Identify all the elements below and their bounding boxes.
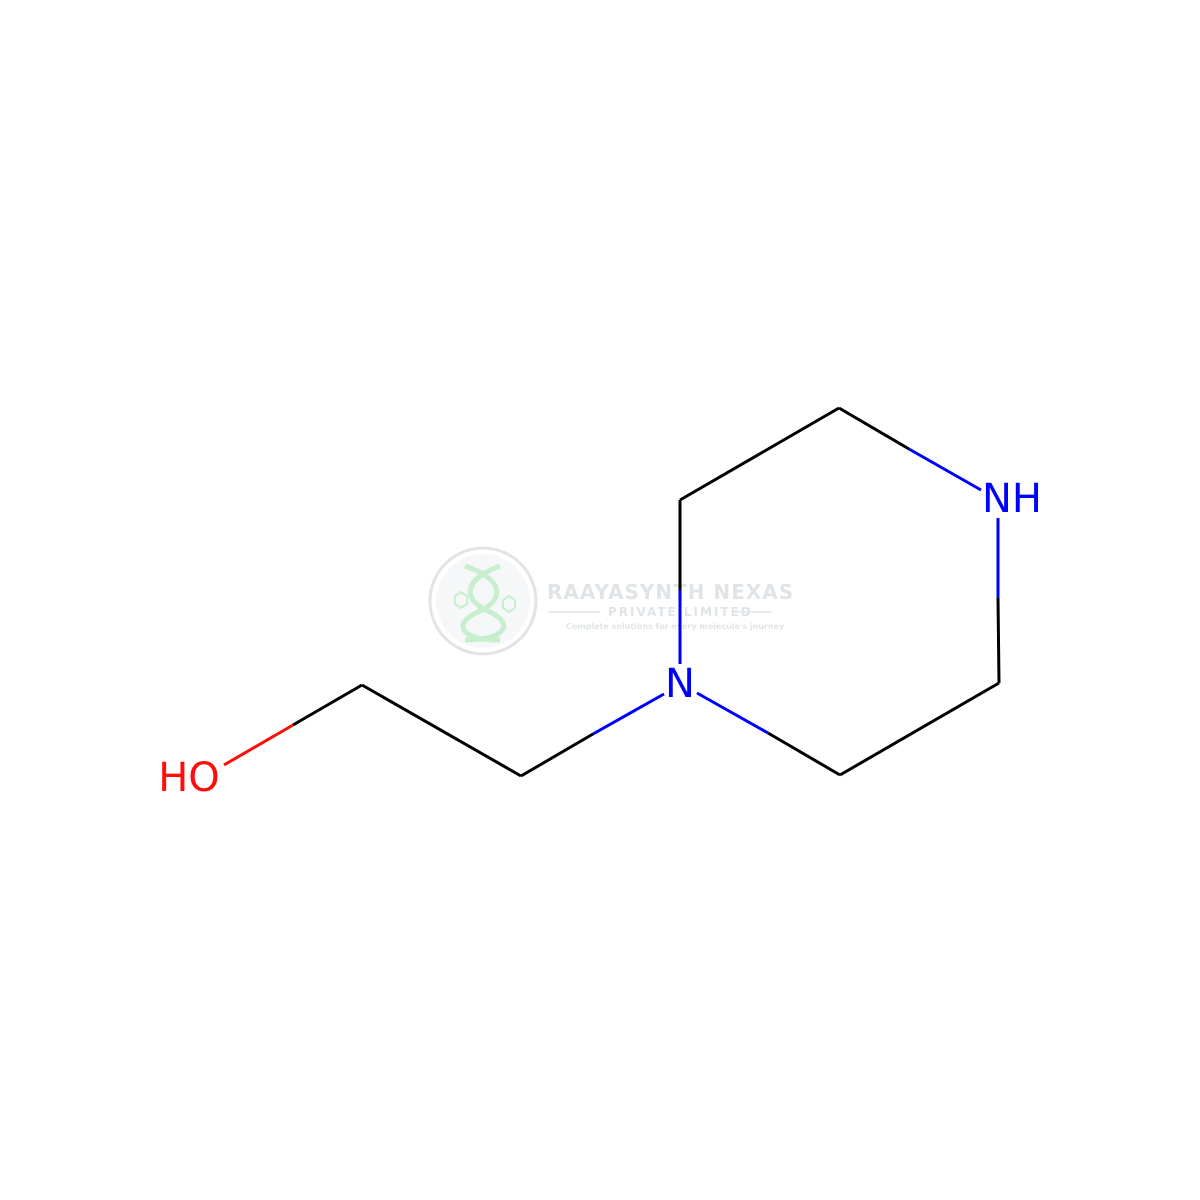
- bond-cb-n2-nitrogen-half: [908, 447, 982, 492]
- atom-label-tertiary-nitrogen: N: [665, 661, 695, 707]
- bond-cd-n1-nitrogen-half: [696, 691, 769, 735]
- watermark-logo-inner: [436, 554, 530, 648]
- bond-c2-n1-carbon-half: [520, 732, 594, 778]
- bonds: [223, 406, 1001, 778]
- watermark-company: RAAYASYNTH NEXAS: [547, 580, 794, 604]
- atom-label-hydroxyl: HO: [158, 755, 220, 801]
- bond-c1-c2: [361, 683, 522, 778]
- atom-labels: HO N NH: [158, 476, 1042, 801]
- bond-cb-n2-carbon-half: [838, 406, 910, 451]
- bond-n2-cc-carbon-half: [996, 597, 1001, 684]
- watermark-tagline: Complete solutions for every molecule's …: [566, 622, 785, 631]
- bond-cd-n1-carbon-half: [767, 731, 841, 777]
- hexagon-icon: [502, 594, 516, 614]
- watermark: RAAYASYNTH NEXAS PRIVATE LIMITED Complet…: [428, 546, 794, 656]
- watermark-logo-ring: [428, 546, 538, 656]
- atom-label-secondary-amine: NH: [982, 476, 1042, 522]
- bond-c2-n1-nitrogen-half: [592, 692, 665, 736]
- hexagon-icon: [454, 590, 468, 610]
- bond-o-c1-oxygen-half: [223, 723, 294, 767]
- bond-cc-cd: [839, 681, 1000, 777]
- dna-helix-icon: [460, 563, 507, 643]
- bond-ca-cb: [679, 406, 840, 502]
- bond-o-c1-carbon-half: [292, 683, 363, 727]
